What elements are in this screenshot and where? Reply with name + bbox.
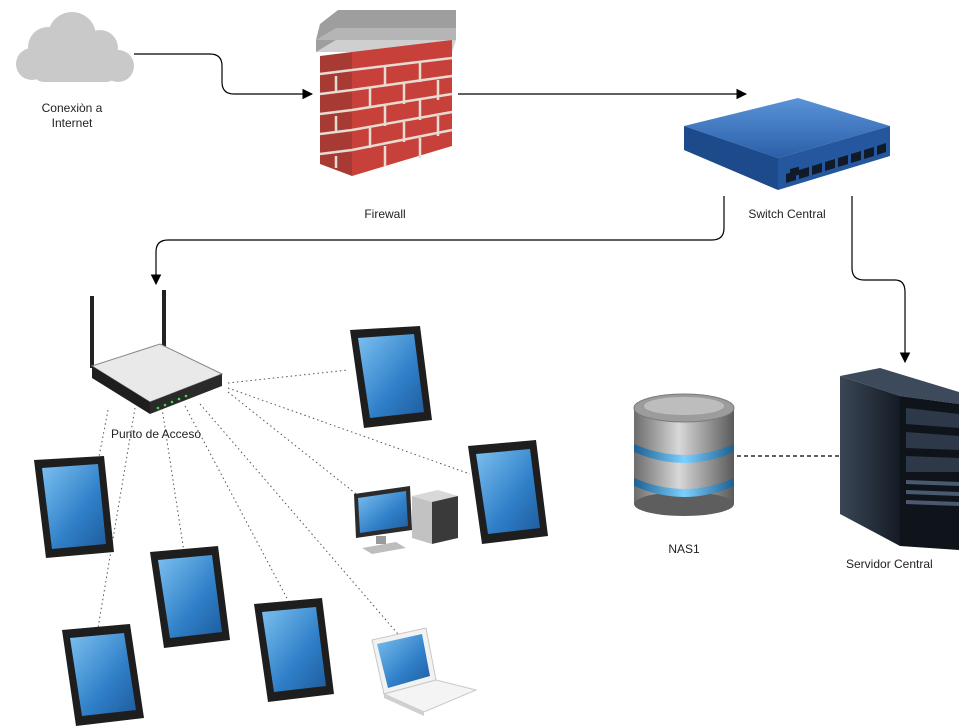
tablet-icon bbox=[34, 456, 114, 558]
internet-node: Conexiòn a Internet bbox=[16, 12, 134, 130]
firewall-label: Firewall bbox=[364, 207, 405, 221]
tower-server-icon bbox=[840, 368, 959, 550]
tablet-4 bbox=[150, 546, 230, 648]
tablet-icon bbox=[150, 546, 230, 648]
laptop bbox=[371, 627, 478, 716]
network-switch-icon bbox=[684, 98, 890, 190]
tablet-3 bbox=[34, 456, 114, 558]
access-point-label: Punto de Acceso bbox=[111, 427, 201, 441]
tablet-1 bbox=[350, 326, 432, 428]
tablet-icon bbox=[254, 598, 334, 702]
cloud-icon bbox=[16, 12, 134, 82]
server-label: Servidor Central bbox=[846, 557, 933, 571]
edge-internet-firewall bbox=[134, 53, 314, 100]
firewall-node: Firewall bbox=[316, 10, 456, 221]
nas-node: NAS1 bbox=[633, 393, 735, 556]
internet-label-line1: Conexiòn a bbox=[42, 101, 103, 115]
desktop-computer-icon bbox=[354, 486, 458, 554]
edge-switch-server bbox=[851, 196, 911, 364]
desktop-computer bbox=[354, 486, 458, 554]
nas-label: NAS1 bbox=[668, 542, 700, 556]
database-storage-icon bbox=[633, 393, 735, 516]
wireless-links bbox=[97, 369, 471, 649]
switch-node: Switch Central bbox=[684, 98, 890, 221]
server-node: Servidor Central bbox=[840, 368, 959, 571]
tablet-2 bbox=[468, 440, 548, 544]
internet-label-line2: Internet bbox=[52, 116, 93, 130]
laptop-icon bbox=[371, 627, 478, 716]
connectors bbox=[97, 53, 911, 649]
edge-switch-access-point bbox=[150, 196, 725, 286]
brick-wall-icon bbox=[316, 10, 456, 176]
tablet-5 bbox=[254, 598, 334, 702]
wireless-router-icon bbox=[90, 290, 224, 414]
tablet-icon bbox=[62, 624, 144, 726]
access-point-node: Punto de Acceso bbox=[90, 290, 224, 441]
tablet-icon bbox=[468, 440, 548, 544]
tablet-icon bbox=[350, 326, 432, 428]
switch-label: Switch Central bbox=[748, 207, 825, 221]
tablet-6 bbox=[62, 624, 144, 726]
